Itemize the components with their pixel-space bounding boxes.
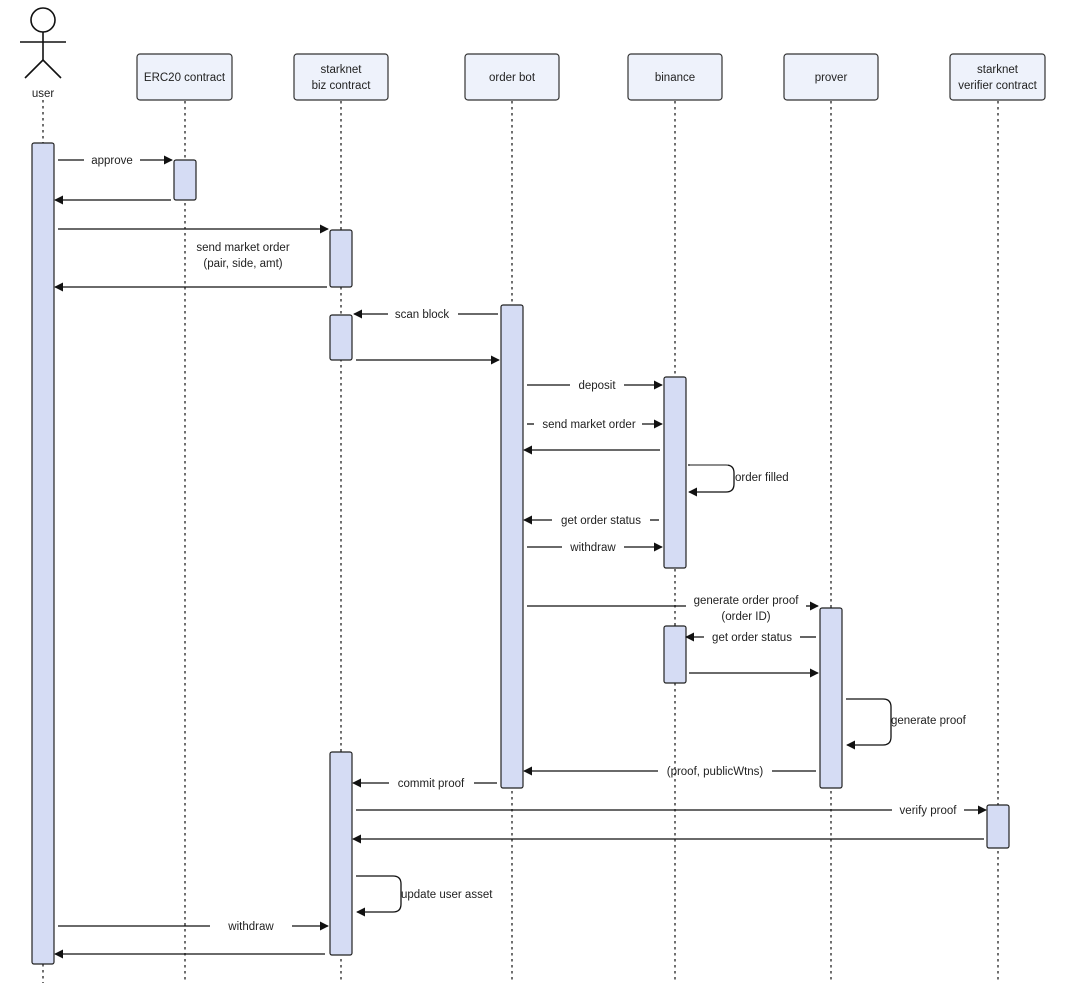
participant-bot-box bbox=[464, 53, 560, 101]
activation-bar-bot bbox=[500, 304, 524, 789]
activation-bar-binance bbox=[663, 376, 687, 569]
participant-prover-box bbox=[783, 53, 879, 101]
self-message-biz bbox=[356, 875, 402, 917]
message-label: (order ID) bbox=[721, 611, 770, 623]
activation-bar-verifier bbox=[986, 804, 1010, 849]
message-label: update user asset bbox=[401, 889, 493, 901]
message-label: order filled bbox=[735, 472, 789, 484]
activation-bar-prover bbox=[819, 607, 843, 789]
participant-biz-box bbox=[293, 53, 389, 101]
activation-bar-user bbox=[31, 142, 55, 965]
message-label: generate proof bbox=[891, 715, 967, 727]
message-label: get order status bbox=[561, 515, 641, 527]
participant-erc20-box bbox=[136, 53, 233, 101]
participant-biz-label: biz contract bbox=[312, 80, 372, 92]
message-label: approve bbox=[91, 155, 133, 167]
message-label: withdraw bbox=[569, 542, 616, 554]
participant-bot-label: order bot bbox=[489, 72, 536, 84]
activation-bar-biz bbox=[329, 751, 353, 956]
message-label: verify proof bbox=[900, 805, 958, 817]
self-message-prover bbox=[846, 698, 892, 750]
activation-bar-erc20 bbox=[173, 159, 197, 201]
message-label: withdraw bbox=[227, 921, 274, 933]
message-label: (proof, publicWtns) bbox=[667, 766, 764, 778]
self-message-binance bbox=[688, 464, 735, 497]
participant-verifier-box bbox=[949, 53, 1046, 101]
message-label: scan block bbox=[395, 309, 450, 321]
activation-bar-binance bbox=[663, 625, 687, 684]
message-label: (pair, side, amt) bbox=[203, 258, 282, 270]
message-label: commit proof bbox=[398, 778, 465, 790]
participant-erc20-label: ERC20 contract bbox=[144, 72, 226, 84]
message-label: deposit bbox=[578, 380, 616, 392]
actor-user-label: user bbox=[32, 88, 55, 100]
participant-biz-label: starknet bbox=[321, 64, 363, 76]
participant-verifier-label: starknet bbox=[977, 64, 1019, 76]
message-label: get order status bbox=[712, 632, 792, 644]
stick-figure-icon bbox=[20, 7, 66, 79]
participant-binance-label: binance bbox=[655, 72, 695, 84]
message-label: generate order proof bbox=[694, 595, 800, 607]
activation-bar-biz bbox=[329, 229, 353, 288]
activation-bar-biz bbox=[329, 314, 353, 361]
message-label: send market order bbox=[196, 242, 289, 254]
participant-verifier-label: verifier contract bbox=[958, 80, 1037, 92]
message-label: send market order bbox=[542, 419, 635, 431]
participant-prover-label: prover bbox=[815, 72, 848, 84]
participant-binance-box bbox=[627, 53, 723, 101]
